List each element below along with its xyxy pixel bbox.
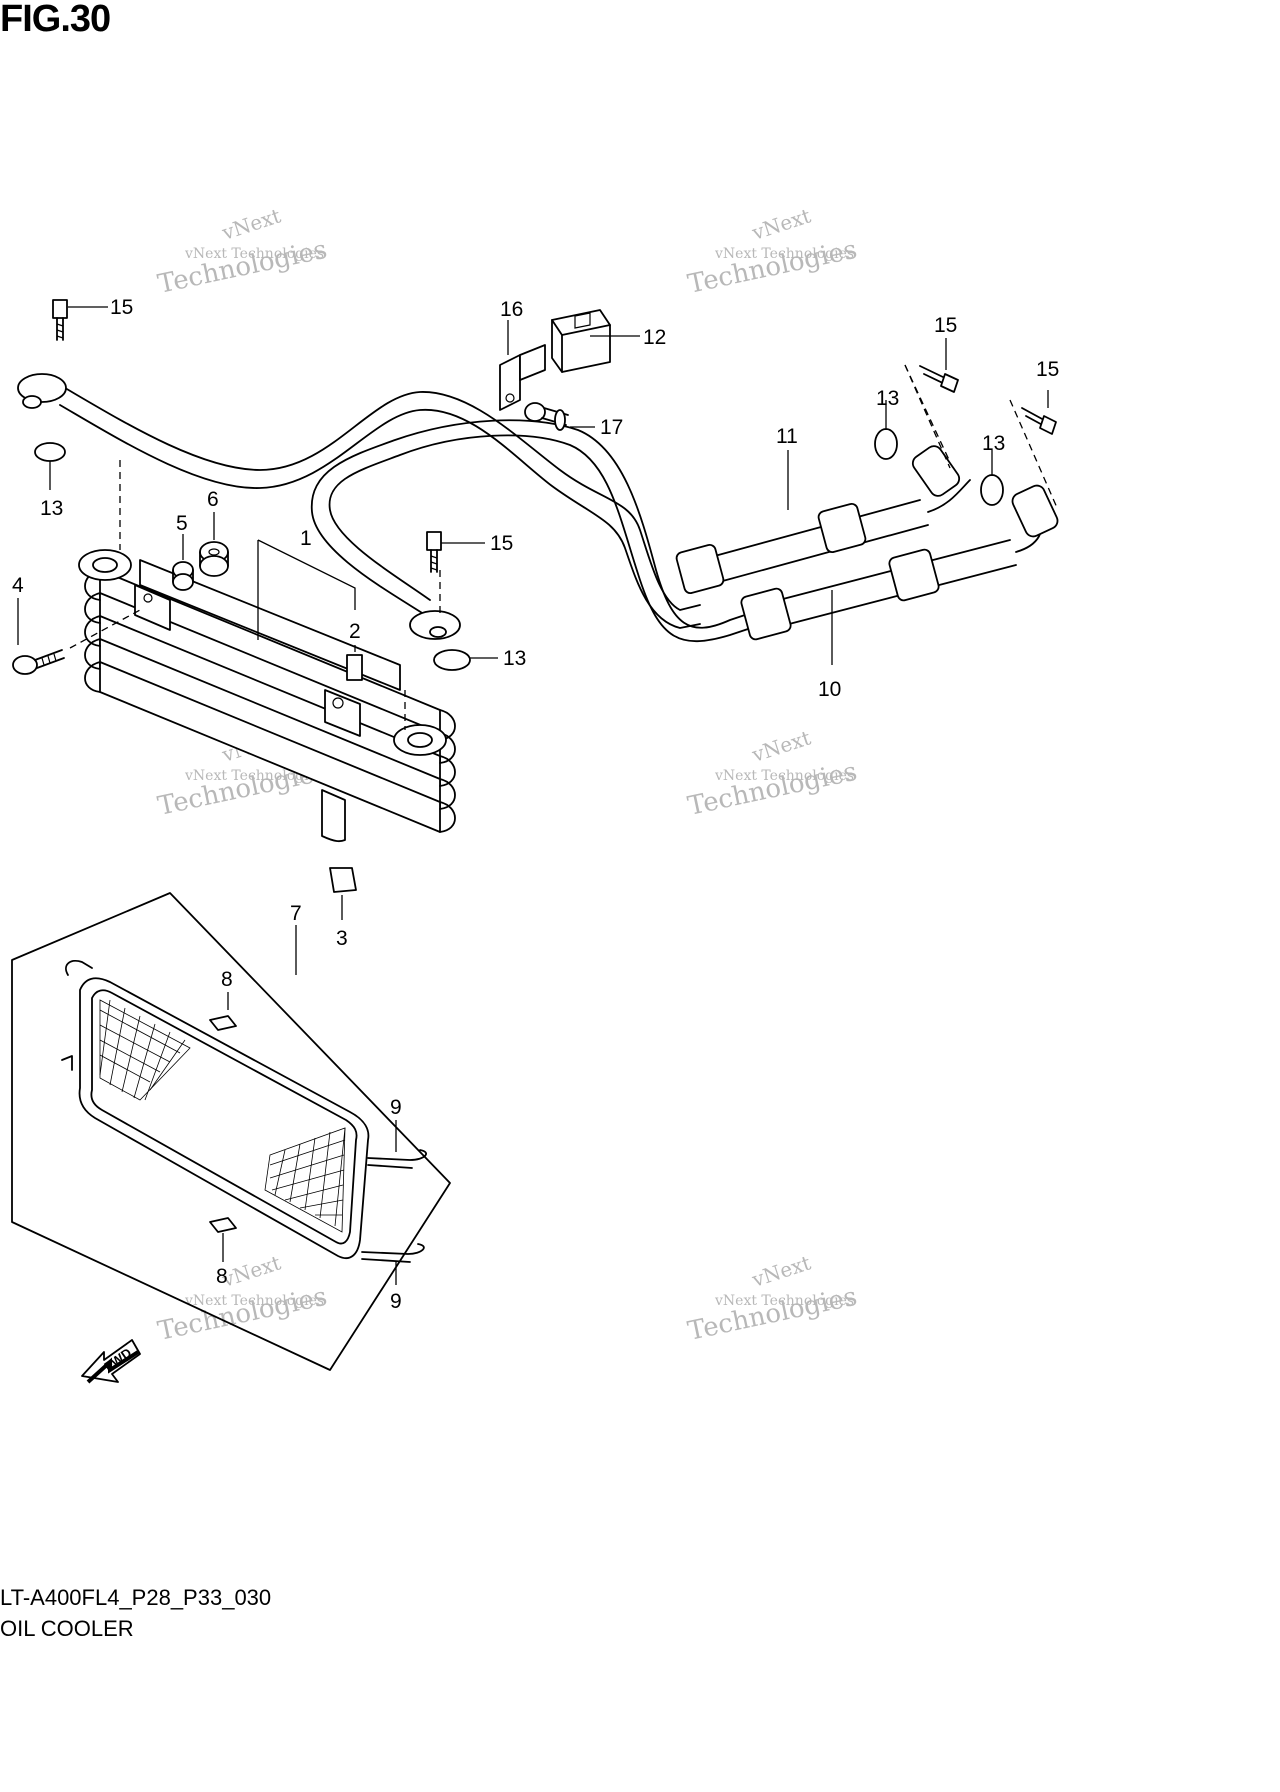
- callout-1: 1: [300, 527, 312, 550]
- svg-text:vNext Technologies: vNext Technologies: [184, 768, 324, 784]
- callout-12: 12: [643, 326, 666, 349]
- oil-hose-11: [675, 445, 971, 595]
- callout-4: 4: [12, 574, 24, 597]
- callout-15-upper: 15: [934, 314, 957, 337]
- svg-text:vNext: vNext: [218, 1250, 283, 1292]
- callout-13-left: 13: [40, 497, 63, 520]
- fwd-arrow: FWD: [81, 1339, 141, 1384]
- clip-2: [346, 654, 363, 681]
- o-ring-13-middle: [433, 649, 471, 671]
- leader-lines: [17, 306, 1049, 1285]
- callout-9-upper: 9: [390, 1096, 402, 1119]
- svg-text:Technologies: Technologies: [155, 235, 330, 300]
- o-ring-13-left: [34, 442, 66, 462]
- callout-15-lower: 15: [1036, 358, 1059, 381]
- callout-10: 10: [818, 678, 841, 701]
- callout-13-right-lower: 13: [982, 432, 1005, 455]
- figure-title: FIG.30: [0, 0, 111, 40]
- collar-5: [172, 561, 194, 591]
- watermark: vNext Technologies vNext Technologies: [155, 203, 330, 299]
- svg-text:vNext: vNext: [748, 1250, 813, 1292]
- callout-13-middle: 13: [503, 647, 526, 670]
- bolt-14-middle: [426, 531, 442, 573]
- svg-text:vNext: vNext: [218, 203, 283, 245]
- oil-pipe-upper: [17, 373, 701, 629]
- svg-text:vNext Technologies: vNext Technologies: [184, 246, 324, 262]
- callout-13-right-upper: 13: [876, 387, 899, 410]
- bolt-15-lower: [1021, 407, 1057, 435]
- watermark: vNext Technologies vNext Technologies: [155, 1250, 330, 1346]
- o-ring-13-right-upper: [874, 428, 898, 460]
- callout-8-upper: 8: [221, 968, 233, 991]
- svg-text:vNext: vNext: [748, 203, 813, 245]
- callout-14-top: 15: [110, 296, 133, 319]
- callout-5: 5: [176, 512, 188, 535]
- svg-text:vNext Technologies: vNext Technologies: [184, 1293, 324, 1309]
- oil-cooler-core: [78, 549, 456, 843]
- svg-text:vNext: vNext: [748, 725, 813, 767]
- oil-pipe-lower: [311, 419, 761, 643]
- callout-16: 16: [500, 298, 523, 321]
- svg-text:vNext Technologies: vNext Technologies: [714, 1293, 854, 1309]
- callout-3: 3: [336, 927, 348, 950]
- bolt-14-left: [52, 299, 68, 341]
- svg-text:vNext Technologies: vNext Technologies: [714, 246, 854, 262]
- watermark: vNext Technologies vNext Technologies: [685, 1250, 860, 1346]
- figure-code: LT-A400FL4_P28_P33_030: [0, 1585, 272, 1610]
- callout-11: 11: [776, 425, 798, 448]
- oil-hose-10: [740, 484, 1059, 641]
- bolt-15-upper: [919, 365, 959, 393]
- svg-text:vNext Technologies: vNext Technologies: [714, 768, 854, 784]
- watermark: vNext Technologies vNext Technologies: [685, 725, 860, 821]
- callout-7: 7: [290, 902, 302, 925]
- callout-8-lower: 8: [216, 1265, 228, 1288]
- bolt-4: [12, 649, 65, 675]
- oil-cooler-guard-7: [11, 892, 451, 1371]
- bolt-17: [524, 402, 569, 431]
- bracket-16: [499, 344, 546, 411]
- callout-14-middle: 15: [490, 532, 513, 555]
- watermark: vNext Technologies vNext Technologies: [685, 203, 860, 299]
- svg-text:Technologies: Technologies: [685, 757, 860, 822]
- callout-6: 6: [207, 488, 219, 511]
- callout-2: 2: [349, 620, 361, 643]
- o-ring-13-right-lower: [980, 474, 1004, 506]
- clip-3: [329, 867, 357, 893]
- figure-name: OIL COOLER: [0, 1616, 134, 1641]
- callout-labels: 15 16 12 15 15 17 13 13 11 13 6 5 1 15 4…: [12, 296, 1059, 1313]
- svg-text:Technologies: Technologies: [155, 1282, 330, 1347]
- callout-9-lower: 9: [390, 1290, 402, 1313]
- damper-12: [551, 309, 611, 373]
- svg-text:Technologies: Technologies: [685, 235, 860, 300]
- svg-text:Technologies: Technologies: [685, 1282, 860, 1347]
- grommet-6: [199, 541, 229, 577]
- callout-17: 17: [600, 416, 623, 439]
